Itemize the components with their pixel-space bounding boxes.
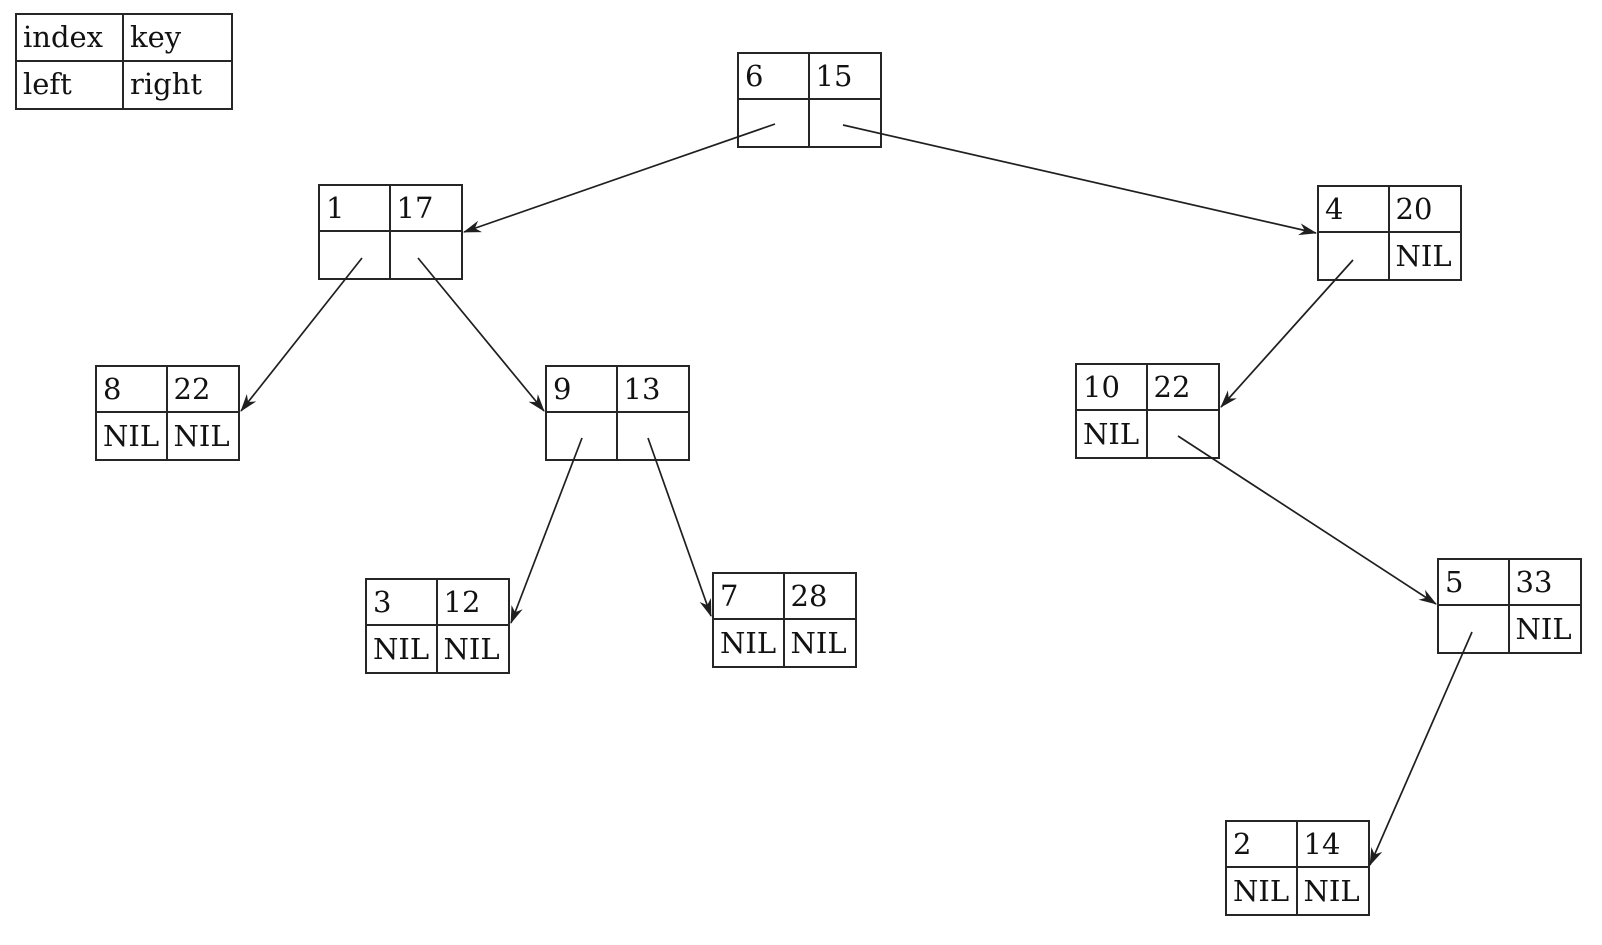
tree-node-5: 5 33 NIL <box>1437 558 1582 654</box>
tree-node-4: 4 20 NIL <box>1317 185 1462 281</box>
node-key-cell: 33 <box>1509 560 1580 606</box>
node-right-cell: NIL <box>1303 873 1360 908</box>
edge-9-left-to-3 <box>510 437 583 624</box>
legend-left-label: left <box>17 61 124 108</box>
node-key-cell: 13 <box>617 367 688 413</box>
tree-node-10: 10 22 NIL <box>1075 363 1220 459</box>
node-left-cell <box>547 413 618 459</box>
edge-9-right-to-7 <box>647 437 712 617</box>
edge-1-left-to-8 <box>240 257 363 412</box>
tree-node-2: 2 14 NIL NIL <box>1225 820 1370 916</box>
tree-node-3: 3 12 NIL NIL <box>365 578 510 674</box>
node-index-cell: 8 <box>97 367 168 413</box>
legend-key-label: key <box>124 15 231 62</box>
legend-box: index key left right <box>15 13 233 110</box>
node-right-cell: NIL <box>790 625 847 660</box>
node-index-cell: 4 <box>1319 187 1390 233</box>
node-right-cell: NIL <box>443 631 500 666</box>
node-key-cell: 12 <box>437 580 508 626</box>
node-left-cell <box>320 232 391 278</box>
edge-10-right-to-5 <box>1177 435 1437 605</box>
node-left-cell: NIL <box>714 620 785 666</box>
edge-5-left-to-2 <box>1369 631 1473 866</box>
node-index-cell: 1 <box>320 186 391 232</box>
node-right-cell: NIL <box>173 418 230 453</box>
node-key-cell: 22 <box>167 367 238 413</box>
legend-index-label: index <box>17 15 124 62</box>
node-left-cell <box>1439 606 1510 652</box>
node-left-cell: NIL <box>1077 411 1148 457</box>
edge-6-left-to-1 <box>463 123 776 233</box>
node-right-cell: NIL <box>1395 238 1452 273</box>
node-key-cell: 20 <box>1389 187 1460 233</box>
node-key-cell: 28 <box>784 574 855 620</box>
node-index-cell: 2 <box>1227 822 1298 868</box>
legend-right-label: right <box>130 67 203 102</box>
edge-6-right-to-4 <box>842 124 1317 236</box>
edge-4-left-to-10 <box>1220 259 1354 408</box>
tree-node-9: 9 13 <box>545 365 690 461</box>
node-index-cell: 10 <box>1077 365 1148 411</box>
node-index-cell: 6 <box>739 54 810 100</box>
node-key-cell: 15 <box>809 54 880 100</box>
node-right-cell <box>1148 411 1219 457</box>
node-index-cell: 5 <box>1439 560 1510 606</box>
tree-node-1: 1 17 <box>318 184 463 280</box>
edge-1-right-to-9 <box>417 257 545 412</box>
node-left-cell <box>739 100 810 146</box>
node-index-cell: 7 <box>714 574 785 620</box>
node-index-cell: 9 <box>547 367 618 413</box>
node-right-cell <box>810 100 881 146</box>
node-right-cell <box>618 413 689 459</box>
node-left-cell <box>1319 233 1390 279</box>
node-right-cell: NIL <box>1515 611 1572 646</box>
node-key-cell: 17 <box>390 186 461 232</box>
tree-node-7: 7 28 NIL NIL <box>712 572 857 668</box>
node-left-cell: NIL <box>97 413 168 459</box>
tree-node-6: 6 15 <box>737 52 882 148</box>
node-key-cell: 14 <box>1297 822 1368 868</box>
tree-node-8: 8 22 NIL NIL <box>95 365 240 461</box>
node-key-cell: 22 <box>1147 365 1218 411</box>
node-index-cell: 3 <box>367 580 438 626</box>
node-right-cell <box>391 232 462 278</box>
node-left-cell: NIL <box>1227 868 1298 914</box>
node-left-cell: NIL <box>367 626 438 672</box>
